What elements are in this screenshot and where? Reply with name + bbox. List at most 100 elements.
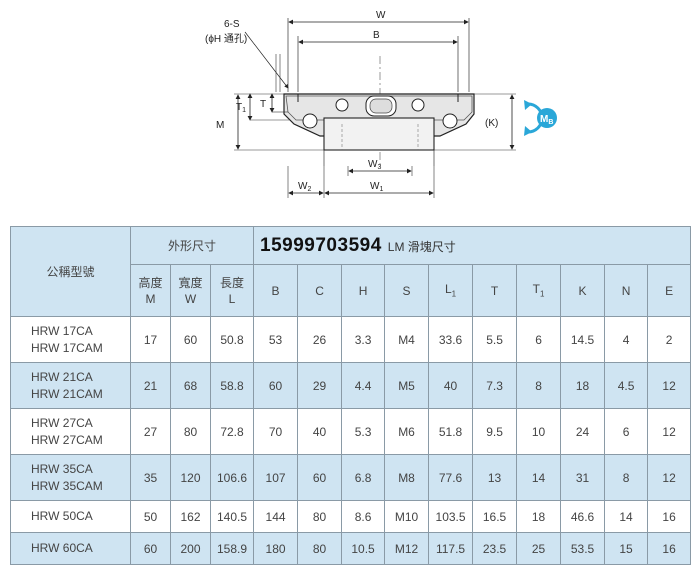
- model-name: HRW 17CA: [31, 323, 93, 338]
- value-cell: 6: [516, 316, 562, 363]
- model-cell: HRW 17CA HRW 17CAM: [10, 316, 131, 363]
- k-label: (K): [485, 118, 498, 129]
- model-name: HRW 21CAM: [31, 386, 103, 401]
- w2-label: W2: [298, 181, 311, 193]
- value-cell: 18: [516, 500, 562, 533]
- model-name: HRW 21CA: [31, 369, 93, 384]
- ball-right: [442, 113, 458, 129]
- col-n: N: [604, 264, 649, 317]
- value-cell: 8.6: [341, 500, 386, 533]
- cross-section-drawing: W B 6-S (ϕH 通孔) M T1 T (K): [205, 10, 557, 198]
- col-s: S: [384, 264, 430, 317]
- value-cell: 60: [297, 454, 343, 501]
- value-cell: M6: [384, 408, 430, 455]
- value-cell: 33.6: [428, 316, 474, 363]
- model-cell: HRW 50CA: [10, 500, 131, 533]
- model-name: HRW 50CA: [31, 509, 93, 523]
- col-c: C: [297, 264, 343, 317]
- value-cell: 70: [253, 408, 299, 455]
- value-cell: M4: [384, 316, 430, 363]
- header-lm-dimensions: 15999703594 LM 滑塊尺寸: [253, 226, 692, 265]
- value-cell: 26: [297, 316, 343, 363]
- value-cell: 24: [560, 408, 606, 455]
- model-name: HRW 17CAM: [31, 340, 103, 355]
- model-name: HRW 35CA: [31, 461, 93, 476]
- value-cell: 14: [516, 454, 562, 501]
- col-l1: L1: [428, 264, 474, 317]
- value-cell: M5: [384, 362, 430, 409]
- col-h: H: [341, 264, 386, 317]
- ball-left: [302, 113, 318, 129]
- value-cell: 77.6: [428, 454, 474, 501]
- model-cell: HRW 27CA HRW 27CAM: [10, 408, 131, 455]
- model-cell: HRW 21CA HRW 21CAM: [10, 362, 131, 409]
- value-cell: 10: [516, 408, 562, 455]
- value-cell: 5.5: [472, 316, 518, 363]
- w-label: W: [376, 10, 386, 21]
- value-cell: 16.5: [472, 500, 518, 533]
- w3-label: W3: [368, 159, 381, 171]
- value-cell: 8: [604, 454, 649, 501]
- value-cell: 120: [170, 454, 211, 501]
- value-cell: 46.6: [560, 500, 606, 533]
- b-label: B: [373, 30, 380, 41]
- value-cell: 12: [647, 408, 692, 455]
- value-cell: 106.6: [209, 454, 255, 501]
- value-cell: 4.5: [604, 362, 649, 409]
- value-cell: 68: [170, 362, 211, 409]
- value-cell: 27: [130, 408, 171, 455]
- value-cell: 180: [253, 532, 299, 565]
- phone-number: 15999703594: [260, 234, 382, 256]
- lm-size-label: LM 滑塊尺寸: [387, 239, 456, 254]
- value-cell: 144: [253, 500, 299, 533]
- value-cell: 21: [130, 362, 171, 409]
- six-s-leader: [244, 31, 289, 89]
- value-cell: M10: [384, 500, 430, 533]
- value-cell: 103.5: [428, 500, 474, 533]
- value-cell: 40: [297, 408, 343, 455]
- w1-label: W1: [370, 181, 383, 193]
- value-cell: 117.5: [428, 532, 474, 565]
- value-cell: 29: [297, 362, 343, 409]
- svg-text:MB: MB: [540, 114, 553, 126]
- value-cell: 162: [170, 500, 211, 533]
- value-cell: 14: [604, 500, 649, 533]
- value-cell: 80: [297, 500, 343, 533]
- value-cell: 5.3: [341, 408, 386, 455]
- value-cell: 12: [647, 362, 692, 409]
- value-cell: 50: [130, 500, 171, 533]
- value-cell: 72.8: [209, 408, 255, 455]
- value-cell: 9.5: [472, 408, 518, 455]
- col-b: B: [253, 264, 299, 317]
- t1-label: T1: [236, 102, 246, 114]
- value-cell: M8: [384, 454, 430, 501]
- value-cell: 2: [647, 316, 692, 363]
- value-cell: 40: [428, 362, 474, 409]
- model-name: HRW 27CA: [31, 415, 93, 430]
- value-cell: 8: [516, 362, 562, 409]
- value-cell: 14.5: [560, 316, 606, 363]
- value-cell: 16: [647, 500, 692, 533]
- col-e: E: [647, 264, 692, 317]
- col-t1: T1: [516, 264, 562, 317]
- value-cell: 80: [170, 408, 211, 455]
- value-cell: 4: [604, 316, 649, 363]
- col-t: T: [472, 264, 518, 317]
- value-cell: 6.8: [341, 454, 386, 501]
- model-name: HRW 60CA: [31, 541, 93, 555]
- model-name: HRW 27CAM: [31, 432, 103, 447]
- value-cell: 3.3: [341, 316, 386, 363]
- value-cell: 4.4: [341, 362, 386, 409]
- value-cell: 6: [604, 408, 649, 455]
- value-cell: 51.8: [428, 408, 474, 455]
